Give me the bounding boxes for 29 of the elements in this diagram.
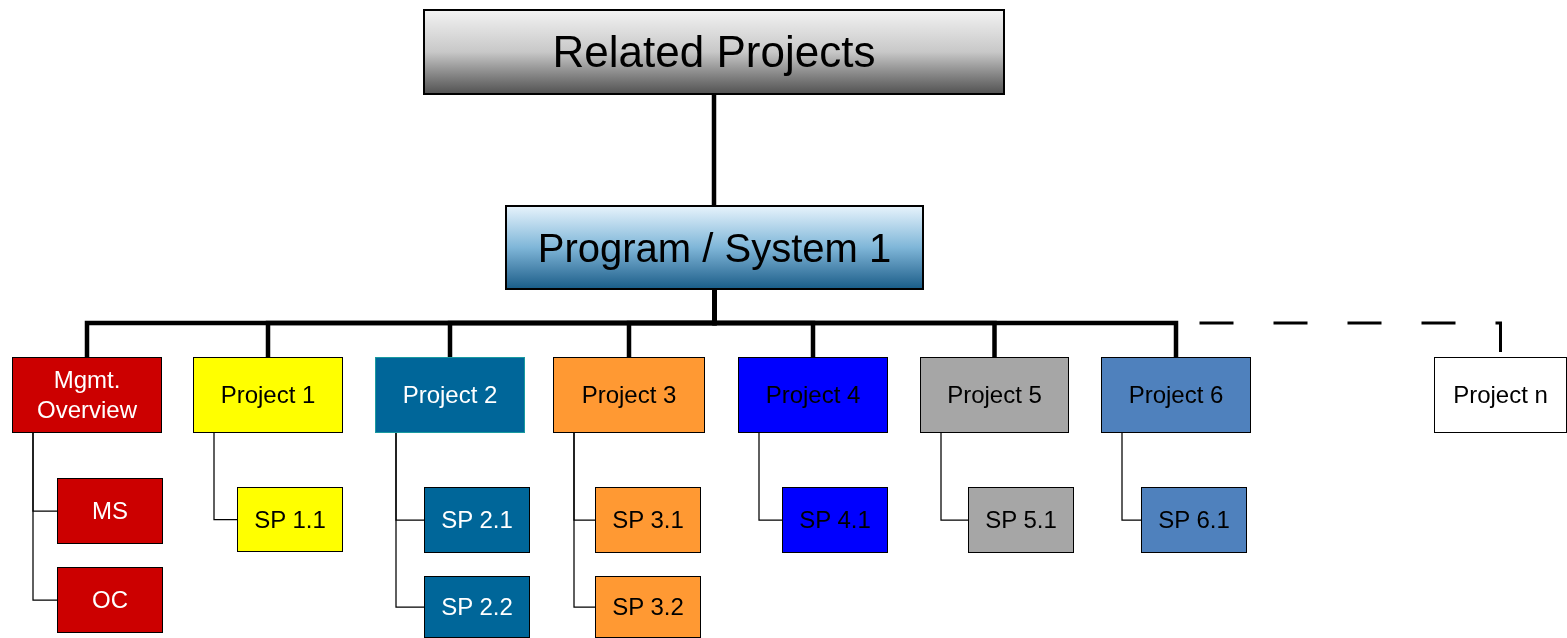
- connector-line: [32, 432, 58, 601]
- org-box: SP 1.1: [237, 487, 343, 552]
- org-box: SP 3.1: [595, 487, 701, 553]
- connector-line: [573, 432, 596, 608]
- connector-line: [213, 432, 238, 521]
- org-box: Project 1: [193, 357, 343, 433]
- org-box: SP 4.1: [782, 487, 888, 553]
- org-box: Project 6: [1101, 357, 1251, 433]
- org-box: Project 5: [920, 357, 1069, 433]
- connector-line: [758, 432, 783, 521]
- org-box: SP 6.1: [1141, 487, 1247, 553]
- connector-line: [712, 290, 1179, 357]
- org-box: SP 2.2: [424, 576, 530, 638]
- org-box: SP 5.1: [968, 487, 1074, 553]
- connector-line: [711, 95, 717, 205]
- org-box: SP 3.2: [595, 576, 701, 638]
- org-box: Project n: [1434, 357, 1567, 433]
- org-box: Mgmt. Overview: [12, 357, 162, 433]
- org-box: Program / System 1: [505, 205, 924, 290]
- org-box: OC: [57, 567, 163, 633]
- org-box: Project 4: [738, 357, 888, 433]
- org-box: MS: [57, 478, 163, 544]
- connector-line: [1121, 432, 1142, 521]
- org-box: Related Projects: [423, 9, 1005, 95]
- connector-line: [940, 432, 969, 521]
- connector-line: [395, 432, 425, 608]
- org-box: Project 2: [375, 357, 525, 433]
- org-box: SP 2.1: [424, 487, 530, 553]
- org-box: Project 3: [553, 357, 705, 433]
